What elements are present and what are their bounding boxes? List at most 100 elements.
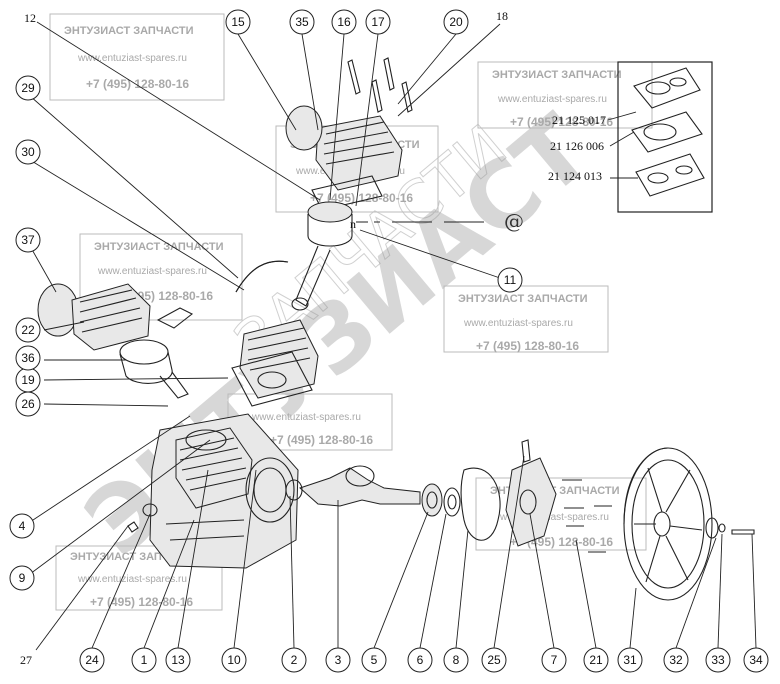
callout-circle — [443, 647, 469, 673]
callout-36: 36 — [15, 345, 41, 371]
callout-29: 29 — [15, 75, 41, 101]
callout-number: 21 — [589, 653, 603, 667]
callout-number: 34 — [749, 653, 763, 667]
head-bolts — [347, 57, 413, 113]
callout-32: 32 — [663, 647, 689, 673]
pin-label-n: n — [350, 217, 356, 231]
callout-number: 2 — [291, 653, 298, 667]
watermark-phone: +7 (495) 128-80-16 — [476, 339, 579, 353]
gasket-plate-top — [633, 67, 701, 109]
callout-number: 35 — [295, 15, 309, 29]
callout-26: 26 — [15, 391, 41, 417]
callout-number: 9 — [19, 571, 26, 585]
flywheel-washer — [705, 517, 726, 539]
callout-number: 29 — [21, 81, 35, 95]
callout-circle — [131, 647, 157, 673]
label-18: 18 — [496, 9, 508, 23]
callout-25: 25 — [481, 647, 507, 673]
callout-circle — [225, 9, 251, 35]
callout-number: 13 — [171, 653, 185, 667]
callout-circle — [9, 513, 35, 539]
callout-circle — [361, 647, 387, 673]
callout-number: 36 — [21, 351, 35, 365]
watermark-box: ЭНТУЗИАСТ ЗАПЧАСТИ www.entuziast-spares.… — [475, 477, 647, 551]
callout-number: 33 — [711, 653, 725, 667]
callout-number: 24 — [85, 653, 99, 667]
callout-circle — [365, 9, 391, 35]
crankshaft — [285, 465, 421, 507]
callout-30: 30 — [15, 139, 41, 165]
callout-circle — [325, 647, 351, 673]
callout-circle — [9, 565, 35, 591]
end-cover-gasket — [460, 467, 501, 541]
flywheel — [623, 447, 713, 601]
callout-33: 33 — [705, 647, 731, 673]
center-cylinder — [231, 319, 319, 407]
callout-number: 4 — [19, 519, 26, 533]
callout-21: 21 — [583, 647, 609, 673]
callout-1: 1 — [131, 647, 157, 673]
label-27: 27 — [20, 653, 32, 667]
callout-19: 19 — [15, 367, 41, 393]
callout-24: 24 — [79, 647, 105, 673]
callout-20: 20 — [443, 9, 469, 35]
watermark-title: ЭНТУЗИАСТ ЗАПЧАСТИ — [492, 69, 622, 81]
callout-11: 11 — [497, 267, 523, 293]
callout-10: 10 — [221, 647, 247, 673]
watermark-site: www.entuziast-spares.ru — [251, 412, 361, 423]
callout-number: 15 — [231, 15, 245, 29]
callout-circle — [443, 9, 469, 35]
callout-circle — [331, 9, 357, 35]
callout-circle — [663, 647, 689, 673]
callout-circle — [221, 647, 247, 673]
gasket-plate-bottom — [635, 153, 705, 197]
callout-number: 32 — [669, 653, 683, 667]
watermark-box: www.entuziast-spares.ru +7 (495) 128-80-… — [227, 393, 393, 451]
callout-circle — [165, 647, 191, 673]
watermark-site: www.entuziast-spares.ru — [497, 94, 607, 105]
callout-number: 30 — [21, 145, 35, 159]
right-piston — [291, 201, 353, 311]
watermark-site: www.entuziast-spares.ru — [77, 53, 187, 64]
callout-number: 7 — [551, 653, 558, 667]
label-12: 12 — [24, 11, 36, 25]
callout-circle — [705, 647, 731, 673]
right-cylinder-head — [285, 105, 403, 211]
callout-number: 5 — [371, 653, 378, 667]
callout-number: 37 — [21, 233, 35, 247]
callout-22: 22 — [15, 317, 41, 343]
parts-drawing: n @ — [37, 57, 755, 601]
callout-circle — [15, 391, 41, 417]
callout-number: 26 — [21, 397, 35, 411]
watermark-site: www.entuziast-spares.ru — [77, 574, 187, 585]
watermark-title: ЭНТУЗИАСТ ЗАПЧАСТИ — [458, 293, 588, 305]
end-cover — [505, 439, 557, 547]
watermark-phone: +7 (495) 128-80-16 — [90, 595, 193, 609]
callout-circle — [407, 647, 433, 673]
callout-number: 25 — [487, 653, 501, 667]
left-piston — [119, 339, 189, 399]
callout-circle — [15, 345, 41, 371]
callout-5: 5 — [361, 647, 387, 673]
callout-number: 20 — [449, 15, 463, 29]
callout-circle — [617, 647, 643, 673]
callout-circle — [15, 227, 41, 253]
callout-4: 4 — [9, 513, 35, 539]
cover-bolts — [562, 479, 612, 553]
callout-13: 13 — [165, 647, 191, 673]
callout-circle — [15, 139, 41, 165]
callout-35: 35 — [289, 9, 315, 35]
callout-circle — [79, 647, 105, 673]
callout-7: 7 — [541, 647, 567, 673]
callout-3: 3 — [325, 647, 351, 673]
watermark-box: ЭНТУЗИАСТ ЗАПЧАСТИ www.entuziast-spares.… — [477, 61, 653, 129]
callout-number: 17 — [371, 15, 385, 29]
main-bearing — [421, 483, 443, 517]
watermark-title: ЭНТУЗИАСТ ЗАПЧАСТИ — [64, 25, 194, 37]
watermark-phone: +7 (495) 128-80-16 — [310, 191, 413, 205]
callout-number: 31 — [623, 653, 637, 667]
callout-number: 1 — [141, 653, 148, 667]
callout-34: 34 — [743, 647, 769, 673]
callout-circle — [743, 647, 769, 673]
